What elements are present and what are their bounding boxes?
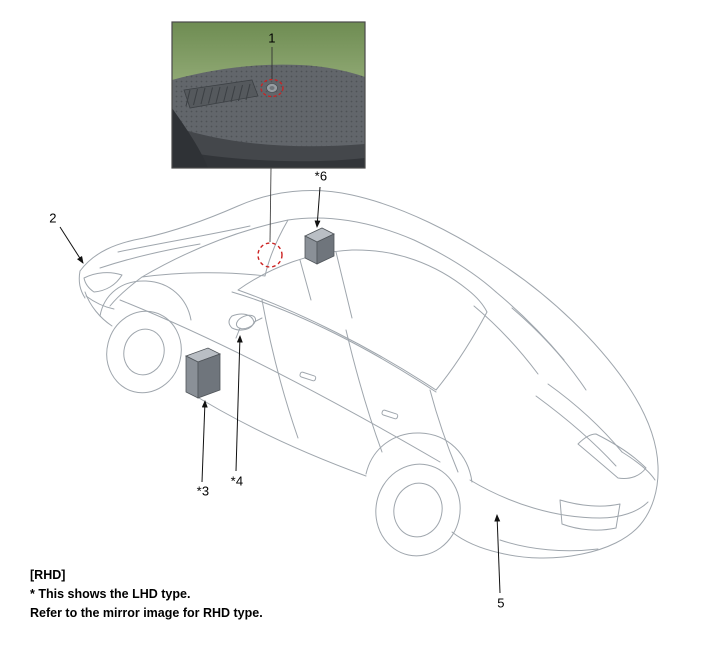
callout-label-3: *3 [196,483,210,499]
location-marker-circle [257,242,283,268]
inset-photo [171,21,366,169]
callout-label-2: 2 [49,210,57,226]
defroster-vent [183,79,259,109]
component-box-3 [184,347,222,399]
car-line-art [78,190,659,559]
inset-location-marker [260,78,284,98]
callout-arrows [59,186,501,594]
component-box-6 [304,227,335,265]
steering-wheel-detail [235,314,257,339]
footer-note-2: Refer to the mirror image for RHD type. [30,605,263,620]
footer-note-1: * This shows the LHD type. [30,586,191,601]
inset-border [171,21,366,169]
inset-leader-line [269,167,272,243]
footer-rhd-tag: [RHD] [30,568,66,582]
callout-label-6: *6 [314,168,328,184]
callout-label-4: *4 [230,473,244,489]
sunlight-sensor [266,83,278,93]
callout-label-5: 5 [497,595,505,611]
footer-notes: [RHD] * This shows the LHD type. Refer t… [30,566,263,622]
callout-label-1: 1 [268,30,276,46]
